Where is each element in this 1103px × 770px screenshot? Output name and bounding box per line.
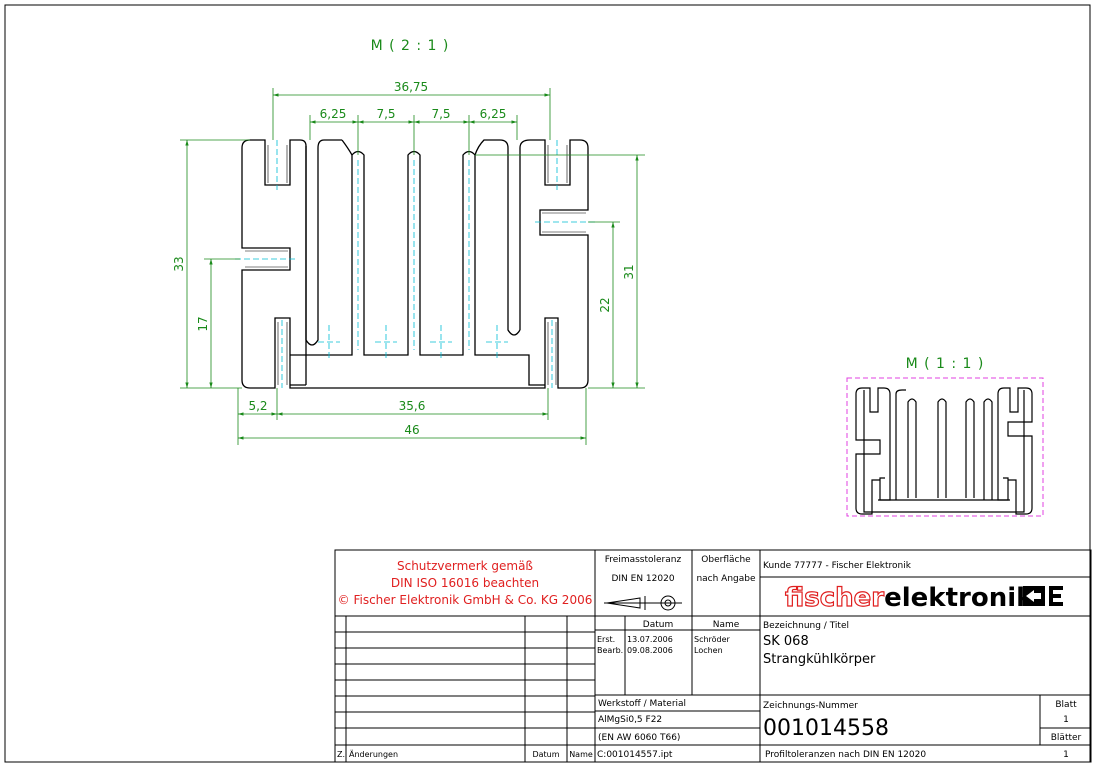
logo-part-1: fischer xyxy=(785,583,884,613)
center-lines xyxy=(235,140,595,388)
edited-name: Lochen xyxy=(694,646,723,655)
material-label: Werkstoff / Material xyxy=(598,699,686,709)
dim-fin-3: 7,5 xyxy=(431,107,450,121)
dim-height-total: 33 xyxy=(172,256,186,271)
dim-height-right: 31 xyxy=(622,264,636,279)
revision-z: Z. xyxy=(337,750,345,759)
revision-changes: Änderungen xyxy=(349,749,398,759)
designation-2: Strangkühlkörper xyxy=(763,652,876,667)
created-name: Schröder xyxy=(694,635,731,644)
drawing-number-label: Zeichnungs-Nummer xyxy=(763,701,858,711)
general-tolerance-label: Freimasstoleranz xyxy=(605,555,682,565)
dimension-texts: 36,75 6,25 7,5 7,5 6,25 33 17 22 31 5,2 … xyxy=(172,80,636,437)
dim-width-total: 46 xyxy=(404,423,419,437)
created-label: Erst. xyxy=(597,635,615,644)
small-view-scale: M ( 1 : 1 ) xyxy=(906,356,985,372)
heatsink-profile-main xyxy=(241,139,589,389)
small-view-frame xyxy=(846,377,1044,517)
sheet-label: Blatt xyxy=(1055,700,1077,710)
revision-date: Datum xyxy=(532,750,559,759)
material-1: AlMgSi0,5 F22 xyxy=(598,715,662,725)
customer: Kunde 77777 - Fischer Elektronik xyxy=(763,561,912,571)
edited-label: Bearb. xyxy=(597,646,623,655)
main-view-scale: M ( 2 : 1 ) xyxy=(371,38,450,54)
dim-fin-4: 6,25 xyxy=(480,107,507,121)
designation-label: Bezeichnung / Titel xyxy=(763,621,849,631)
profile-tolerance: Profiltoleranzen nach DIN EN 12020 xyxy=(765,750,926,760)
dim-fin-2: 7,5 xyxy=(376,107,395,121)
thread-marks xyxy=(245,145,586,385)
title-block-texts: Schutzvermerk gemäß DIN ISO 16016 beacht… xyxy=(337,555,1082,760)
dim-height-inner: 22 xyxy=(598,297,612,312)
date-header: Datum xyxy=(643,620,673,630)
title-block xyxy=(334,549,1092,763)
dim-base-offset: 5,2 xyxy=(248,399,267,413)
drawing-number: 001014558 xyxy=(763,716,889,741)
designation-1: SK 068 xyxy=(763,634,809,649)
sheets-label: Blätter xyxy=(1051,733,1082,743)
general-tolerance-value: DIN EN 12020 xyxy=(611,574,674,584)
protection-line-1: Schutzvermerk gemäß xyxy=(397,559,533,573)
logo: fischerelektronik xyxy=(785,583,1034,613)
sheet-value: 1 xyxy=(1063,715,1069,725)
file-name: C:001014557.ipt xyxy=(597,750,673,760)
dimension-lines xyxy=(180,88,645,445)
heatsink-profile-small xyxy=(855,387,1033,515)
surface-value: nach Angabe xyxy=(696,574,756,584)
created-date: 13.07.2006 xyxy=(627,635,673,644)
sheets-value: 1 xyxy=(1063,750,1069,760)
revision-name: Name xyxy=(569,750,593,759)
dim-fin-1: 6,25 xyxy=(320,107,347,121)
logo-arrow-icon xyxy=(1023,586,1063,606)
logo-part-2: elektronik xyxy=(884,583,1034,613)
protection-line-2: DIN ISO 16016 beachten xyxy=(391,576,539,590)
edited-date: 09.08.2006 xyxy=(627,646,673,655)
dim-base-inner: 35,6 xyxy=(399,399,426,413)
projection-symbol-icon xyxy=(604,595,682,611)
name-header: Name xyxy=(713,620,740,630)
dim-overall-top: 36,75 xyxy=(394,80,428,94)
protection-line-3: © Fischer Elektronik GmbH & Co. KG 2006 xyxy=(338,593,593,607)
material-2: (EN AW 6060 T66) xyxy=(598,733,680,743)
dim-height-slot: 17 xyxy=(196,316,210,331)
surface-label: Oberfläche xyxy=(701,555,751,565)
